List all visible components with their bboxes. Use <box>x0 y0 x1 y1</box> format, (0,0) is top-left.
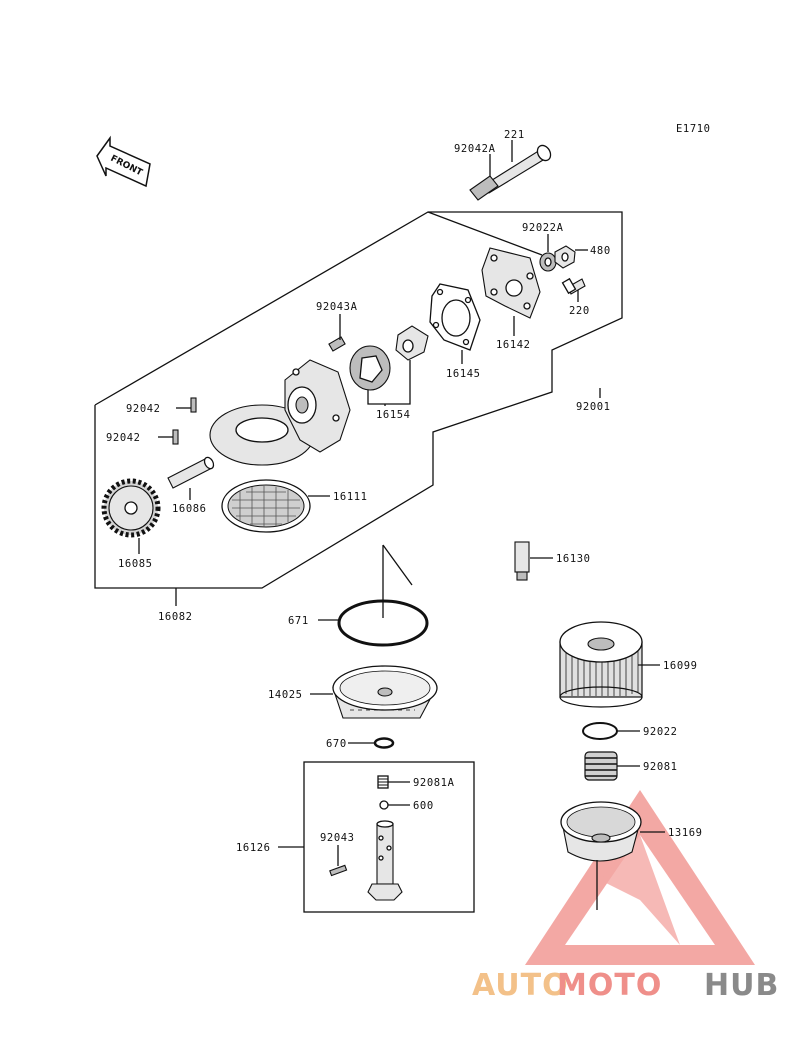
assembly-outline-16082 <box>94 211 623 589</box>
fitting-16130 <box>514 541 530 581</box>
leader-lines <box>138 140 665 866</box>
front-arrow-icon: FRONT <box>96 135 151 188</box>
label-480: 480 <box>590 245 611 257</box>
pin-92043A <box>328 336 346 352</box>
spring-92081A <box>377 775 389 789</box>
label-671: 671 <box>288 615 309 627</box>
label-16099: 16099 <box>663 660 698 672</box>
gasket-16145 <box>429 283 481 351</box>
gear-16085 <box>101 478 161 538</box>
label-16126: 16126 <box>236 842 271 854</box>
label-92081: 92081 <box>643 761 678 773</box>
pump-cover-16142 <box>481 247 541 319</box>
watermark: AUTO MOTO HUB <box>472 968 779 1003</box>
label-92042-b: 92042 <box>106 432 141 444</box>
pin-92042-b <box>172 429 179 445</box>
label-16145: 16145 <box>446 368 481 380</box>
pin-92043 <box>329 864 348 877</box>
label-92042A: 92042A <box>454 143 496 155</box>
label-92042-a: 92042 <box>126 403 161 415</box>
relief-valve-16126 <box>367 820 403 901</box>
watermark-logo-icon <box>525 790 755 965</box>
ball-600 <box>379 800 389 810</box>
label-221: 221 <box>504 129 525 141</box>
label-600: 600 <box>413 800 434 812</box>
bolt-220 <box>561 277 586 295</box>
label-16086: 16086 <box>172 503 207 515</box>
label-92001: 92001 <box>576 401 611 413</box>
label-16142: 16142 <box>496 339 531 351</box>
rotor-16154 <box>349 325 429 391</box>
strainer-14025 <box>332 665 438 719</box>
label-92022: 92022 <box>643 726 678 738</box>
label-16085: 16085 <box>118 558 153 570</box>
label-13169: 13169 <box>668 827 703 839</box>
label-92043A: 92043A <box>316 301 358 313</box>
label-92022A: 92022A <box>522 222 564 234</box>
label-220: 220 <box>569 305 590 317</box>
washer-92022 <box>582 722 618 740</box>
part-labels: 221 92042A 92022A 480 220 92043A 16142 1… <box>106 129 703 854</box>
watermark-hub: HUB <box>704 968 779 1003</box>
label-16082: 16082 <box>158 611 193 623</box>
collar-92042A <box>469 175 499 201</box>
label-92043: 92043 <box>320 832 355 844</box>
diagram-code: E1710 <box>676 123 711 135</box>
label-16154: 16154 <box>376 409 411 421</box>
pump-body <box>209 359 351 466</box>
label-14025: 14025 <box>268 689 303 701</box>
label-16130: 16130 <box>556 553 591 565</box>
filter-cover-13169 <box>560 801 642 910</box>
assembly-outline-16126 <box>303 761 475 913</box>
watermark-auto: AUTO <box>472 968 569 1003</box>
watermark-moto: MOTO <box>557 968 662 1003</box>
label-16111: 16111 <box>333 491 368 503</box>
oil-filter-16099 <box>559 621 643 708</box>
shaft-16086 <box>167 456 215 489</box>
screen-16111 <box>221 479 311 533</box>
spring-92081 <box>584 751 618 781</box>
oring-670 <box>373 737 395 749</box>
pin-92042-a <box>190 397 197 413</box>
label-670: 670 <box>326 738 347 750</box>
label-92081A: 92081A <box>413 777 455 789</box>
